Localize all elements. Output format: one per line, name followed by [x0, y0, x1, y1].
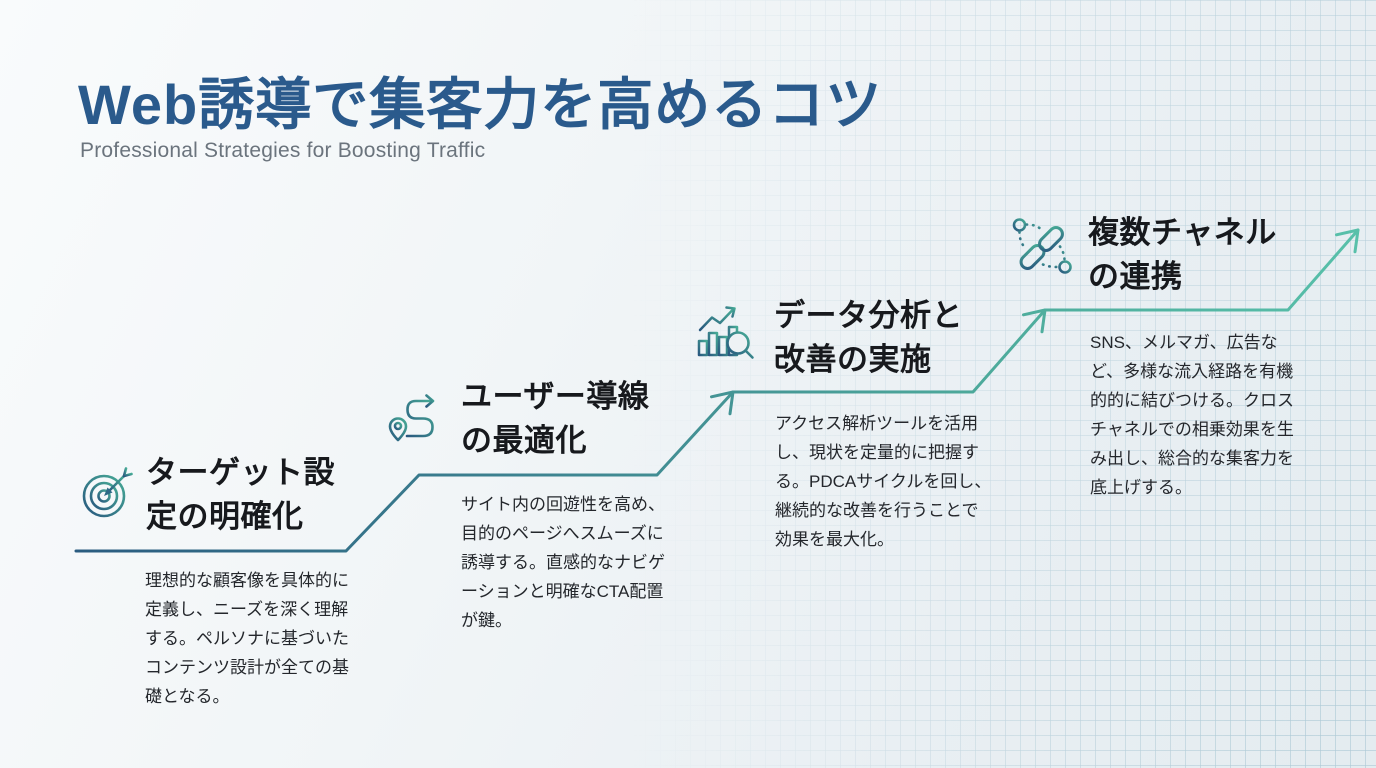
page-subtitle: Professional Strategies for Boosting Tra… — [80, 139, 486, 162]
arrowhead-step4 — [1022, 308, 1047, 334]
page-title: Web誘導で集客力を高めるコツ — [78, 73, 883, 136]
arrowhead-final — [1335, 228, 1360, 254]
flow-line — [74, 228, 1360, 553]
arrowhead-step3 — [710, 390, 735, 416]
